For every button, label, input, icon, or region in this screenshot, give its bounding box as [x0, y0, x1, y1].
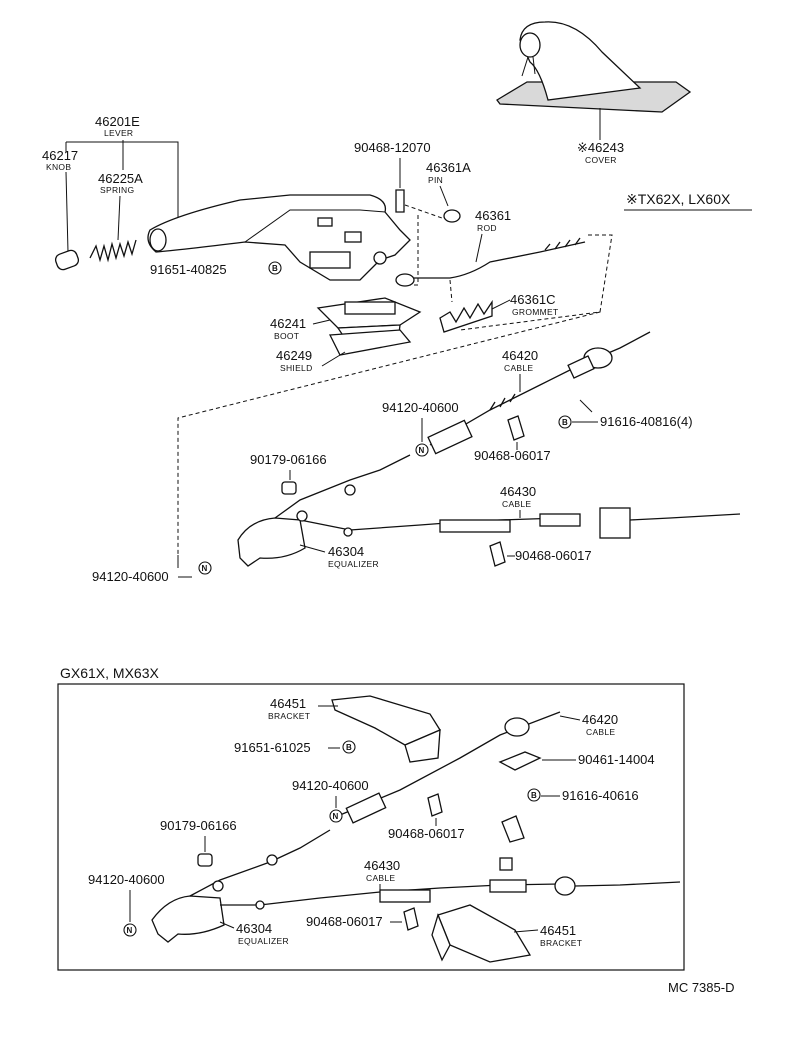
- part-name-boot: BOOT: [274, 331, 299, 341]
- part-name-lever: LEVER: [104, 128, 133, 138]
- bracket-small-illustration: [499, 815, 525, 871]
- cable-46430-top-illustration: [439, 507, 741, 539]
- part-number-90468-06017-a: 90468-06017: [474, 448, 551, 463]
- svg-text:N: N: [202, 564, 208, 573]
- part-number-46304-bottom: 46304: [236, 921, 272, 936]
- part-number-46430-top: 46430: [500, 484, 536, 499]
- part-number-94120-40600-top: 94120-40600: [382, 400, 459, 415]
- part-name-rod: ROD: [477, 223, 497, 233]
- part-number-46243: ※46243: [577, 140, 624, 155]
- part-number-90179-06166-top: 90179-06166: [250, 452, 327, 467]
- part-name-grommet: GROMMET: [512, 307, 558, 317]
- knob-46217-illustration: [54, 249, 80, 271]
- part-name-knob: KNOB: [46, 162, 71, 172]
- part-number-46451-b: 46451: [540, 923, 576, 938]
- part-name-bracket-b: BRACKET: [540, 938, 582, 948]
- cable-46420-top-illustration: [427, 331, 651, 455]
- part-name-cable-top: CABLE: [504, 363, 533, 373]
- part-number-90468-06017-b: 90468-06017: [515, 548, 592, 563]
- part-number-91616-40616: 91616-40616: [562, 788, 639, 803]
- part-number-94120-40600-bottom2: 94120-40600: [88, 872, 165, 887]
- rod-46361-illustration: [395, 237, 586, 287]
- clip-90468-06017-a-illustration: [507, 415, 525, 441]
- part-number-46304-top: 46304: [328, 544, 364, 559]
- svg-text:N: N: [419, 446, 425, 455]
- part-number-46225a: 46225A: [98, 171, 143, 186]
- part-number-91651-40825: 91651-40825: [150, 262, 227, 277]
- nut-90179-top-illustration: [281, 481, 297, 495]
- shield-46249-illustration: [328, 329, 412, 356]
- part-number-46201e: 46201E: [95, 114, 140, 129]
- part-name-shield: SHIELD: [280, 363, 313, 373]
- part-number-46430-bottom: 46430: [364, 858, 400, 873]
- variant-label-gx61x-mx63x: GX61X, MX63X: [60, 665, 159, 681]
- equalizer-46304-top-illustration: [237, 454, 561, 567]
- part-number-90468-12070: 90468-12070: [354, 140, 431, 155]
- part-number-90468-06017-c: 90468-06017: [388, 826, 465, 841]
- part-number-91616-40816: 91616-40816(4): [600, 414, 693, 429]
- grommet-46361c-illustration: [439, 299, 493, 333]
- lever-46201e-illustration: [147, 194, 411, 281]
- part-number-94120-40600-top2: 94120-40600: [92, 569, 169, 584]
- variant-note-tx62x-lx60x: ※TX62X, LX60X: [626, 191, 731, 207]
- nut-symbol-icon: N: [415, 443, 429, 457]
- part-number-46361c: 46361C: [510, 292, 556, 307]
- part-number-90179-06166-bottom: 90179-06166: [160, 818, 237, 833]
- part-number-46361a: 46361A: [426, 160, 471, 175]
- nut-symbol-icon: N: [123, 923, 137, 937]
- part-number-46420-top: 46420: [502, 348, 538, 363]
- part-name-bracket-a: BRACKET: [268, 711, 310, 721]
- bracket-46451-a-illustration: [331, 695, 441, 763]
- svg-text:B: B: [531, 791, 537, 800]
- part-number-90461-14004: 90461-14004: [578, 752, 655, 767]
- clip-90468-06017-d-illustration: [403, 907, 419, 931]
- part-number-46217: 46217: [42, 148, 78, 163]
- bracket-46451-b-illustration: [431, 904, 532, 963]
- clip-90468-06017-c-illustration: [427, 793, 443, 817]
- cable-46420-bottom-illustration: [339, 711, 561, 824]
- diagram-code: MC 7385-D: [668, 980, 734, 995]
- cable-46430-bottom-illustration: [379, 876, 681, 903]
- cover-46243-illustration: [496, 21, 692, 113]
- part-number-46451-a: 46451: [270, 696, 306, 711]
- part-name-equalizer-top: EQUALIZER: [328, 559, 379, 569]
- clip-90468-12070-illustration: [395, 189, 405, 213]
- part-number-46249: 46249: [276, 348, 312, 363]
- part-name-spring: SPRING: [100, 185, 134, 195]
- clip-90461-14004-illustration: [498, 751, 542, 771]
- part-name-cover: COVER: [585, 155, 617, 165]
- part-number-90468-06017-d: 90468-06017: [306, 914, 383, 929]
- svg-text:N: N: [333, 812, 339, 821]
- part-name-pin: PIN: [428, 175, 443, 185]
- bolt-symbol-icon: B: [268, 261, 282, 275]
- bolt-symbol-icon: B: [342, 740, 356, 754]
- clip-90468-06017-b-illustration: [489, 541, 506, 567]
- part-number-91651-61025: 91651-61025: [234, 740, 311, 755]
- svg-text:B: B: [562, 418, 568, 427]
- bolt-symbol-icon: B: [558, 415, 572, 429]
- part-number-46420-bottom: 46420: [582, 712, 618, 727]
- part-name-cable-46430-top: CABLE: [502, 499, 531, 509]
- svg-text:B: B: [272, 264, 278, 273]
- nut-symbol-icon: N: [329, 809, 343, 823]
- variant-box-gx61x-mx63x: [57, 683, 685, 971]
- nut-symbol-icon: N: [198, 561, 212, 575]
- part-name-equalizer-bottom: EQUALIZER: [238, 936, 289, 946]
- pin-46361a-illustration: [443, 209, 461, 223]
- part-number-94120-40600-bottom: 94120-40600: [292, 778, 369, 793]
- bolt-symbol-icon: B: [527, 788, 541, 802]
- svg-text:N: N: [127, 926, 133, 935]
- part-number-46241: 46241: [270, 316, 306, 331]
- svg-text:B: B: [346, 743, 352, 752]
- part-name-cable-bottom: CABLE: [586, 727, 615, 737]
- part-name-cable-46430-bottom: CABLE: [366, 873, 395, 883]
- spring-46225a-illustration: [89, 239, 137, 263]
- nut-90179-bottom-illustration: [197, 853, 213, 867]
- part-number-46361: 46361: [475, 208, 511, 223]
